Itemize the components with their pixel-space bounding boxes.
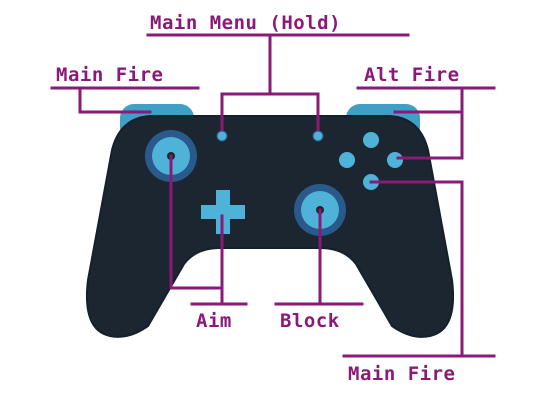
main-fire-top-leader [78,86,152,114]
face-button-right [387,152,403,168]
alt-fire-label: Alt Fire [364,64,460,86]
leader-lines [50,33,496,358]
aim-label: Aim [196,310,232,332]
aim-stick-leader [169,154,224,290]
face-buttons-icon [339,132,403,190]
main-menu-bracket [220,92,320,132]
main-fire-bottom-label: Main Fire [348,363,456,385]
dpad-center [219,208,227,216]
dpad-icon [201,190,245,234]
main-fire-top-label: Main Fire [56,64,164,86]
menu-button-left [216,130,228,142]
menu-button-right [312,130,324,142]
face-button-left [339,152,355,168]
face-button-top [363,132,379,148]
gamepad-icon [86,115,454,338]
main-fire-bottom-leader [369,180,464,358]
main-menu-label: Main Menu (Hold) [150,12,342,34]
block-label: Block [280,310,340,332]
